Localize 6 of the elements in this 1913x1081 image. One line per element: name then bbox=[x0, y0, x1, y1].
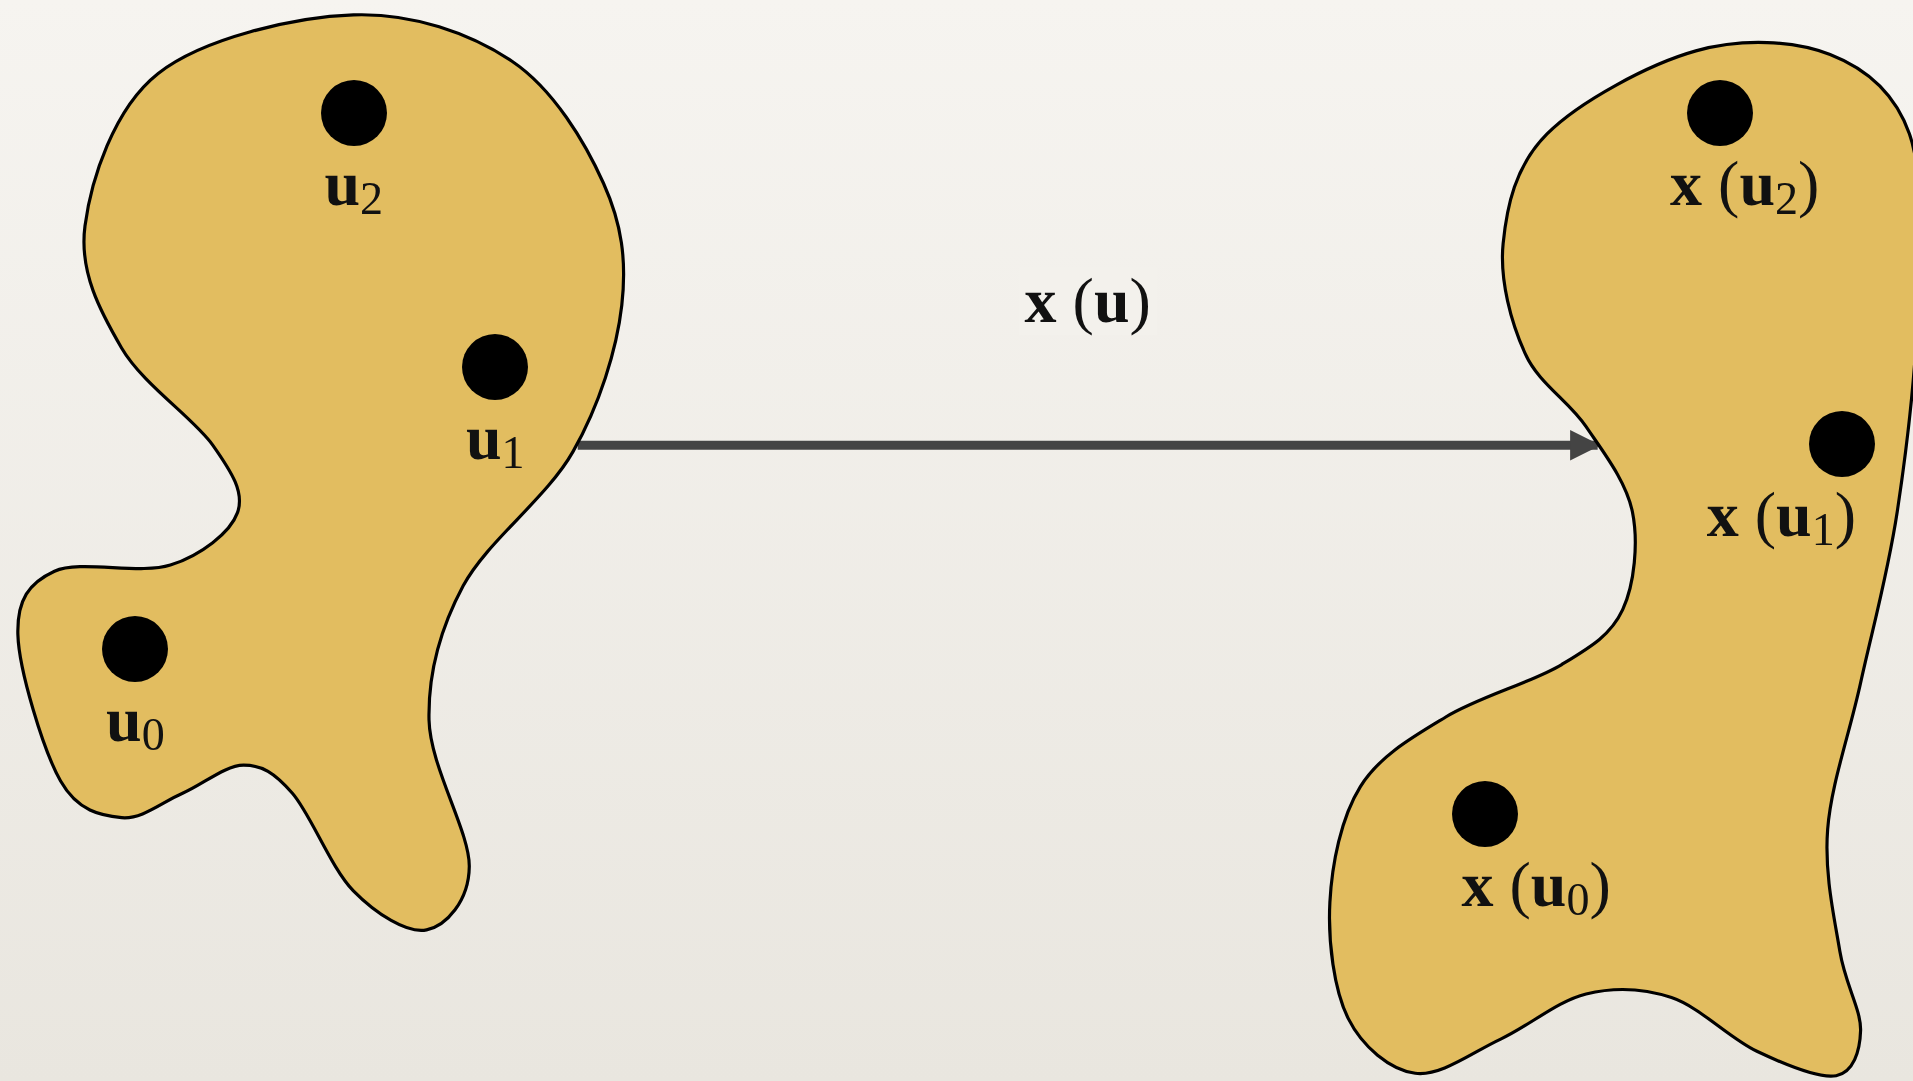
point-label: x (u$_{2}$) bbox=[1670, 152, 1820, 223]
point-label: x (u$_{0}$) bbox=[1461, 852, 1611, 924]
point-label: u$_{0}$ bbox=[106, 688, 165, 759]
point-label: x (u$_{1}$) bbox=[1706, 483, 1856, 554]
point-label: u$_{2}$ bbox=[324, 152, 384, 223]
point-label: u$_{1}$ bbox=[466, 406, 525, 477]
